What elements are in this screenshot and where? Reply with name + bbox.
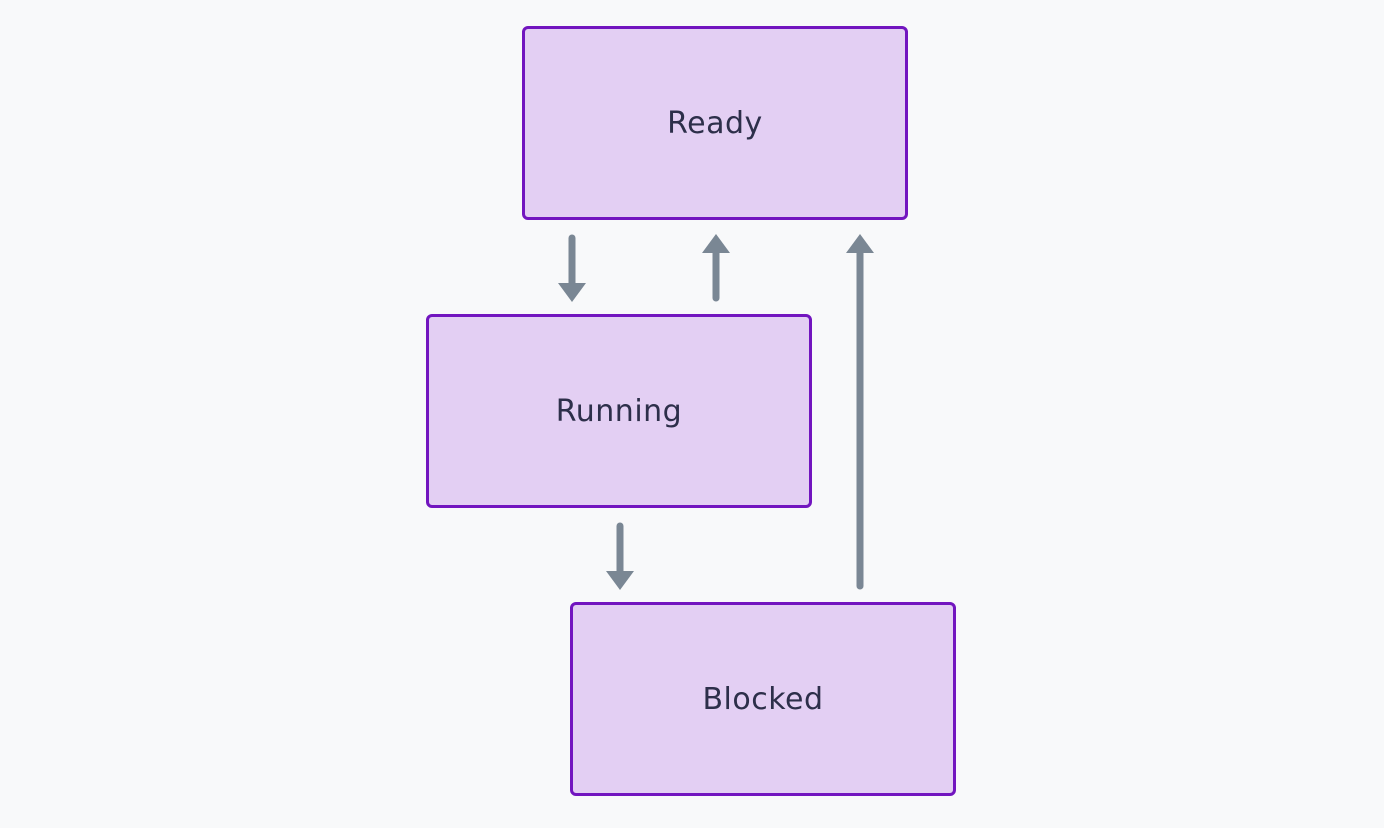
arrowhead-up-icon bbox=[702, 234, 730, 253]
arrowhead-down-icon bbox=[606, 571, 634, 590]
edge-running-to-ready bbox=[702, 234, 730, 302]
edge-blocked-to-ready bbox=[846, 234, 874, 590]
arrowhead-up-icon bbox=[846, 234, 874, 253]
state-label-running: Running bbox=[555, 393, 683, 429]
arrowhead-down-icon bbox=[558, 283, 586, 302]
state-node-ready: Ready bbox=[522, 26, 908, 220]
edge-ready-to-running bbox=[558, 234, 586, 302]
state-label-ready: Ready bbox=[667, 105, 763, 141]
edge-running-to-blocked bbox=[606, 522, 634, 590]
state-node-running: Running bbox=[426, 314, 812, 508]
state-label-blocked: Blocked bbox=[702, 681, 824, 717]
state-node-blocked: Blocked bbox=[570, 602, 956, 796]
